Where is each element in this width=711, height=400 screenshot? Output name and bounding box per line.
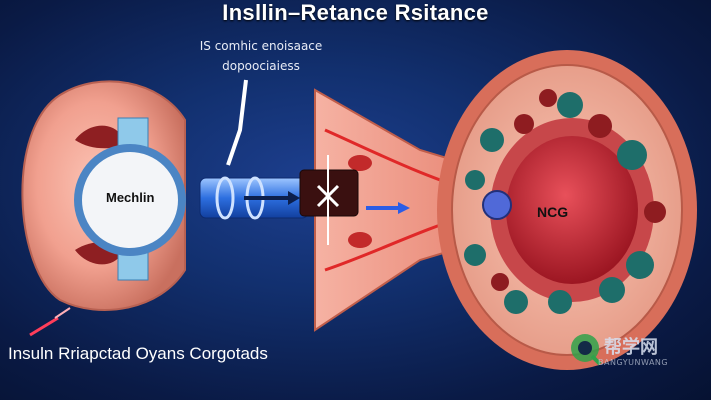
right-organ-label: NCG <box>537 204 569 220</box>
left-organ <box>21 80 186 311</box>
diagram-title: Insllin–Retance Rsitance <box>222 0 489 25</box>
watermark-logo-icon <box>571 334 602 366</box>
annotation-line-2: dopoociaiess <box>222 59 300 73</box>
left-organ-label: Mechlin <box>106 190 155 205</box>
right-organ <box>437 50 697 370</box>
watermark-subtext: BANGYUNWANG <box>598 358 669 367</box>
blue-tube <box>199 79 309 220</box>
annotation-line-1: IS comhic enoisaace <box>199 39 323 53</box>
red-needle <box>29 307 71 337</box>
bottom-caption: Insuln Rriapctad Oyans Corgotads <box>8 344 268 363</box>
annotation: IS comhic enoisaace dopoociaiess <box>176 36 346 76</box>
watermark-logo-text: 帮学网 <box>604 337 658 358</box>
